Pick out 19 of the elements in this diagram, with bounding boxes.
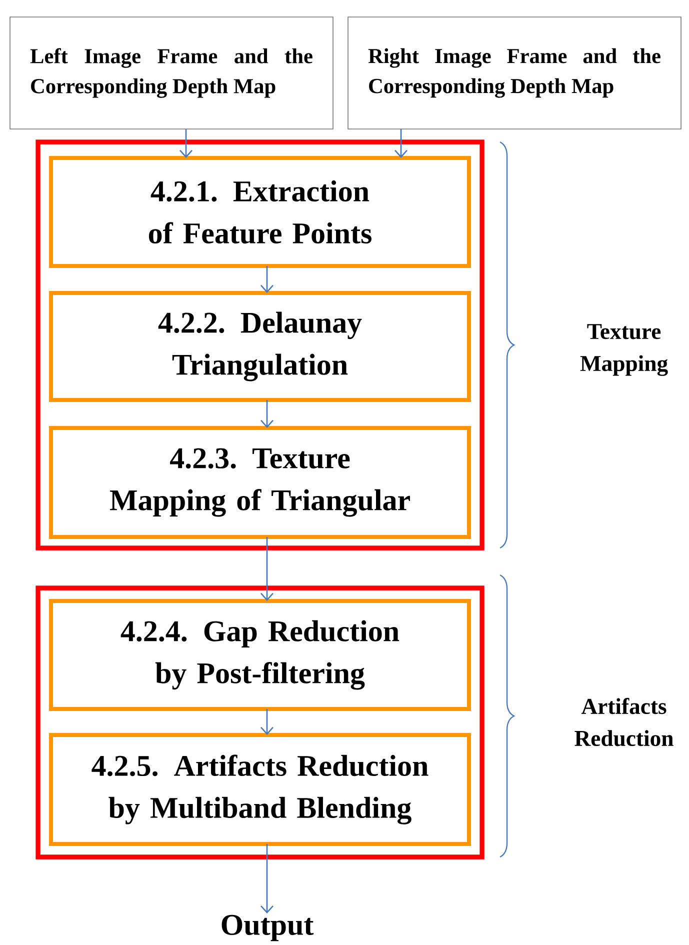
- input-box: Right Image Frame and the Corresponding Depth Map: [348, 16, 682, 130]
- arrow: [260, 537, 274, 602]
- arrow: [260, 400, 274, 428]
- process-box: 4.2.2. Delaunay Triangulation: [49, 291, 471, 402]
- process-box: 4.2.4. Gap Reduction by Post-filtering: [49, 599, 471, 712]
- output-text: Output: [222, 914, 314, 942]
- process-box: 4.2.3. Texture Mapping of Triangular: [49, 426, 471, 540]
- group-label: Texture Mapping: [580, 324, 668, 376]
- arrow: [180, 129, 192, 158]
- process-box: 4.2.5. Artifacts Reduction by Multiband Blending: [49, 733, 471, 846]
- arrow: [394, 129, 408, 158]
- group-frame: [36, 586, 484, 860]
- arrow: [260, 844, 274, 914]
- group-frame: [36, 140, 484, 550]
- arrow: [260, 709, 274, 735]
- input-box: Left Image Frame and the Corresponding Depth Map: [10, 16, 334, 130]
- process-box: 4.2.1. Extraction of Feature Points: [49, 156, 471, 268]
- group-label: Artifacts Reduction: [574, 698, 674, 746]
- arrow: [260, 266, 274, 294]
